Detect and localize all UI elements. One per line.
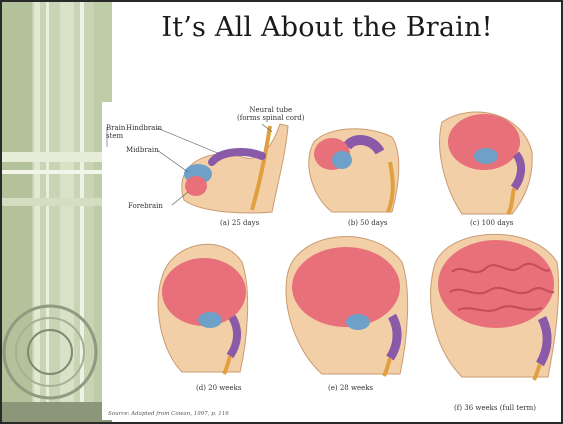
caption-c: (c) 100 days (470, 219, 513, 227)
stage-f-fetus (431, 234, 559, 380)
caption-e: (e) 28 weeks (328, 384, 373, 392)
brain-development-figure: Brain stem Hindbrain Midbrain Forebrain … (102, 102, 561, 420)
label-neural-tube: Neural tube (forms spinal cord) (237, 106, 305, 122)
stage-c-fetus (440, 112, 533, 214)
brain-development-illustration (102, 102, 561, 420)
decorative-sidebar (2, 2, 112, 422)
caption-b: (b) 50 days (348, 219, 388, 227)
label-brain-stem: Brain stem (106, 124, 125, 140)
caption-a: (a) 25 days (220, 219, 259, 227)
stage-a-embryo (182, 124, 288, 213)
stage-e-fetus (286, 237, 408, 376)
stage-b-embryo (309, 129, 399, 212)
caption-f: (f) 36 weeks (full term) (454, 404, 536, 412)
label-hindbrain: Hindbrain (126, 124, 162, 132)
caption-d: (d) 20 weeks (196, 384, 241, 392)
figure-source: Source: Adapted from Cowan, 1997, p. 116 (108, 411, 229, 417)
stage-d-fetus (158, 244, 248, 374)
label-forebrain: Forebrain (128, 202, 163, 210)
label-midbrain: Midbrain (126, 146, 159, 154)
slide-title: It’s All About the Brain! (112, 12, 542, 43)
